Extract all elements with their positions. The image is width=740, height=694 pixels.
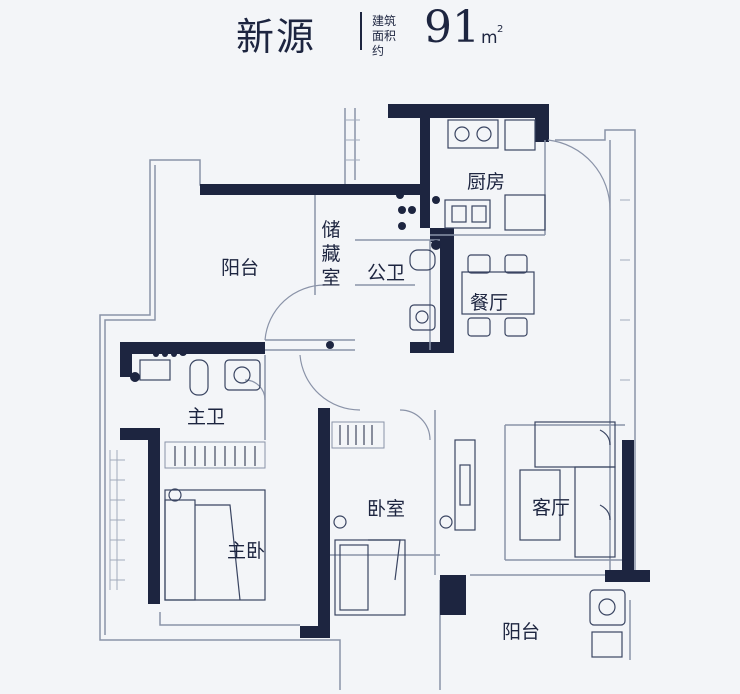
room-label-master-bath: 主卫 <box>187 406 226 428</box>
storage-char-1: 储 <box>321 219 341 241</box>
bedroom-bed <box>333 515 453 616</box>
room-label-storage: 储 藏 室 <box>320 218 342 290</box>
room-label-public-bath: 公卫 <box>367 262 406 284</box>
storage-char-2: 藏 <box>321 243 341 265</box>
master-bed <box>164 488 266 601</box>
tv-unit <box>454 439 476 531</box>
closet-hatching <box>164 421 385 469</box>
area-label: 建筑 面积约 <box>372 14 406 59</box>
room-label-dining: 餐厅 <box>470 292 509 314</box>
walls <box>120 104 650 638</box>
rail-hatching <box>109 119 630 590</box>
room-label-balcony-top: 阳台 <box>221 257 260 279</box>
room-label-bedroom: 卧室 <box>367 498 406 520</box>
area-unit-sup: 2 <box>497 24 504 35</box>
area-value: 91 <box>424 2 480 53</box>
area-unit: m <box>481 28 498 48</box>
room-label-living: 客厅 <box>532 497 571 519</box>
area-label-line2: 面积约 <box>372 29 397 58</box>
area-label-line1: 建筑 <box>372 14 397 28</box>
sofa <box>519 421 616 558</box>
title-divider <box>360 12 362 50</box>
room-label-balcony-bottom: 阳台 <box>502 621 541 643</box>
storage-char-3: 室 <box>321 267 341 289</box>
room-label-master-bedroom: 主卧 <box>227 540 266 562</box>
plan-title: 新源 <box>236 15 317 59</box>
room-label-kitchen: 厨房 <box>467 171 506 193</box>
dining-table <box>461 254 535 337</box>
kitchen-fixtures <box>444 119 546 231</box>
door-swings <box>244 139 611 441</box>
bath-fixtures <box>139 249 626 658</box>
fixture-dots <box>130 191 441 382</box>
plan-header: 新源 建筑 面积约 91 m 2 <box>0 0 740 64</box>
